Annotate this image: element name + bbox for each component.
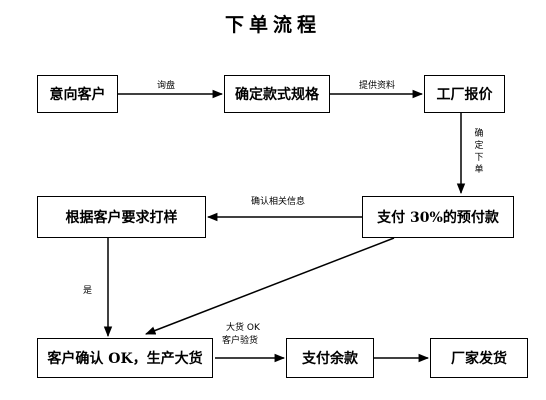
node-prospect: 意向客户 — [37, 75, 118, 113]
node-make-sample: 根据客户要求打样 — [37, 196, 206, 238]
diagram-title: 下单流程 — [224, 14, 321, 36]
node-confirm-spec: 确定款式规格 — [224, 75, 330, 113]
edge-label-confirm-order: 确定下单 — [474, 129, 484, 175]
node-factory-quote: 工厂报价 — [424, 75, 505, 113]
edge-label-confirm-info: 确认相关信息 — [251, 197, 306, 207]
node-pay-balance: 支付余款 — [286, 338, 374, 378]
node-customer-ok: 客户确认 OK，生产大货 — [37, 338, 213, 378]
arrow-deposit-to-confirm — [145, 237, 395, 335]
node-ship: 厂家发货 — [430, 338, 528, 378]
node-pay-deposit: 支付 30%的预付款 — [362, 196, 514, 238]
edge-label-inquiry: 询盘 — [157, 81, 176, 91]
edge-label-yes: 是 — [83, 286, 93, 296]
edge-label-provide-info: 提供资料 — [359, 81, 396, 91]
edge-label-customer-inspect: 客户验货 — [222, 336, 259, 346]
edge-label-bulk-ok: 大货 OK — [226, 323, 260, 333]
